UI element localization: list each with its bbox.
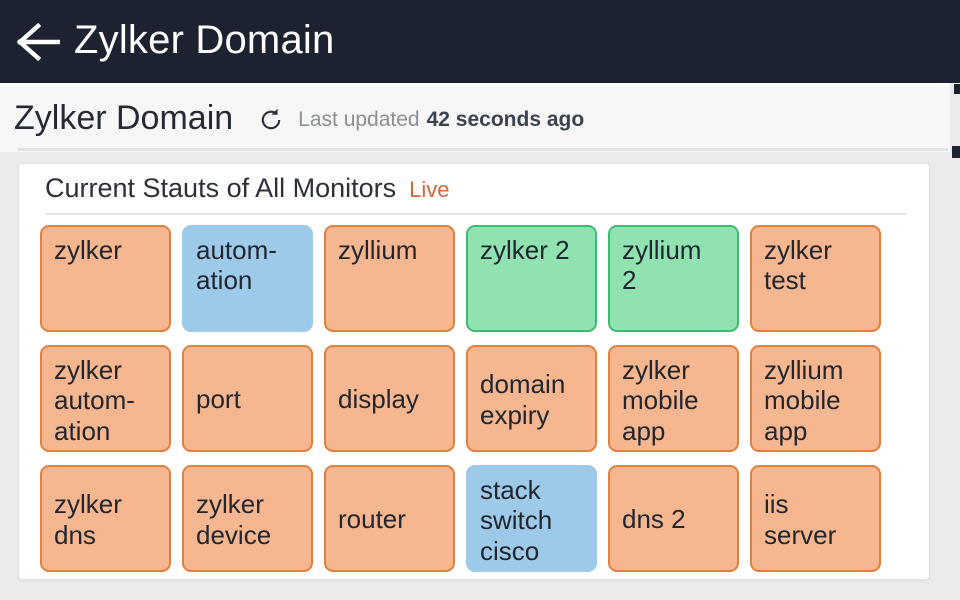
monitor-tile-label-line: zylker 2: [480, 235, 570, 265]
monitor-tile-label-line: domain: [480, 369, 566, 400]
app-bar: Zylker Domain: [0, 0, 960, 83]
refresh-icon: [258, 107, 284, 133]
monitor-tile-label-line: zylker: [196, 489, 264, 520]
monitor-tile-label-line: zylker: [54, 235, 122, 265]
monitor-tile[interactable]: autom-ation: [182, 225, 313, 332]
monitors-card-header: Current Stauts of All Monitors Live: [19, 164, 929, 202]
monitor-tile-label-line: zylker: [622, 355, 690, 385]
monitor-tile-label-line: ation: [196, 265, 253, 296]
monitor-tile-label-line: ation: [54, 415, 111, 446]
last-updated-text: Last updated 42 seconds ago: [298, 108, 584, 132]
scroll-edge-nub-top: [954, 84, 960, 94]
monitor-tile-label-line: iis: [764, 489, 789, 520]
monitor-tile[interactable]: router: [324, 465, 455, 572]
monitor-tile-label-line: app: [764, 415, 808, 446]
scroll-indicator[interactable]: [952, 146, 960, 158]
page-title: Zylker Domain: [14, 98, 234, 137]
monitor-tile[interactable]: zylker: [40, 225, 171, 332]
monitors-card: Current Stauts of All Monitors Live zylk…: [18, 163, 930, 580]
monitor-tile[interactable]: port: [182, 345, 313, 452]
back-button[interactable]: [0, 0, 74, 83]
monitor-tile-label-line: autom-: [54, 385, 135, 416]
sub-header-divider: [18, 148, 948, 151]
monitor-tile-label-line: mobile: [764, 385, 841, 416]
monitor-tile-label-line: app: [622, 415, 666, 446]
monitor-tile[interactable]: display: [324, 345, 455, 452]
appbar-seam: [0, 83, 950, 87]
monitor-tile-label-line: zylker: [54, 355, 122, 385]
monitor-tile-label-line: zyllium: [764, 355, 844, 385]
monitor-tile-label-line: server: [764, 519, 837, 550]
refresh-button[interactable]: [258, 105, 284, 135]
monitor-tile-label-line: mobile: [622, 385, 699, 416]
monitor-tile-label-line: test: [764, 265, 806, 296]
monitor-tile-label-line: dns 2: [622, 504, 686, 535]
monitor-tile-label-line: 2: [622, 265, 637, 296]
monitor-tile-label-line: autom-: [196, 235, 277, 265]
last-updated-label: Last updated: [298, 107, 420, 131]
monitor-tile-label-line: dns: [54, 519, 96, 550]
monitor-tile[interactable]: zylker 2: [466, 225, 597, 332]
monitor-tile-label-line: device: [196, 519, 272, 550]
monitor-tile[interactable]: dns 2: [608, 465, 739, 572]
monitor-tile-label-line: router: [338, 504, 406, 535]
monitors-card-divider: [45, 213, 907, 215]
monitor-tile-label-line: zyllium: [338, 235, 418, 265]
monitors-card-title: Current Stauts of All Monitors: [45, 173, 397, 203]
monitor-tile-label-line: expiry: [480, 399, 550, 430]
monitor-tile-label-line: display: [338, 384, 419, 415]
live-badge: Live: [409, 177, 450, 202]
monitor-tile-label-line: port: [196, 384, 241, 415]
arrow-left-icon: [14, 22, 60, 62]
monitor-tile-label-line: stack: [480, 475, 541, 505]
app-bar-title: Zylker Domain: [74, 18, 335, 62]
sub-header: Zylker Domain Last updated 42 seconds ag…: [0, 87, 950, 152]
monitor-tile-label-line: zylker: [54, 489, 122, 520]
monitor-tile-label-line: cisco: [480, 535, 540, 566]
monitor-tile[interactable]: zyllium: [324, 225, 455, 332]
last-updated-value: 42 seconds ago: [426, 107, 585, 131]
monitor-tile-label-line: zylker: [764, 235, 832, 265]
monitor-tile-label-line: zyllium: [622, 235, 702, 265]
monitor-tile-label-line: switch: [480, 505, 553, 536]
